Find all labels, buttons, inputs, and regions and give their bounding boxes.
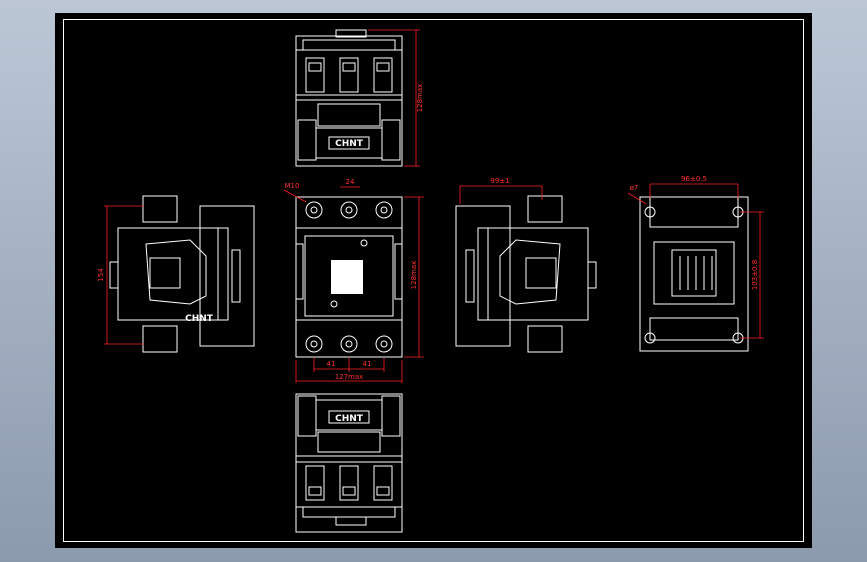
top-view: [295, 29, 403, 167]
front-view: [295, 196, 403, 358]
left-view-logo: CHNT: [185, 314, 214, 324]
dim-front-pitch-top: 24: [346, 178, 355, 186]
back-view: [639, 196, 749, 352]
dim-front-pitch-left: 41: [327, 360, 336, 368]
dim-front-pitch-right: 41: [363, 360, 372, 368]
dim-top-height: 128max: [416, 84, 424, 113]
dim-front-m10: M10: [285, 182, 300, 190]
dim-back-hole: ø7: [630, 184, 639, 192]
dim-right-top: 99±1: [490, 177, 509, 185]
left-view: [109, 195, 255, 353]
top-view-logo: CHNT: [335, 139, 364, 149]
dim-front-width: 127max: [335, 373, 364, 381]
bottom-view: [295, 393, 403, 533]
bottom-view-logo: CHNT: [335, 414, 364, 424]
dim-back-top: 96±0.5: [681, 175, 707, 183]
dim-back-side: 103±0.8: [751, 260, 759, 290]
dim-front-height: 128max: [410, 261, 418, 290]
drawing-border: [63, 19, 804, 542]
right-view: [455, 195, 597, 353]
dim-left-height: 154: [97, 268, 105, 282]
drawing-sheet: [55, 13, 812, 548]
